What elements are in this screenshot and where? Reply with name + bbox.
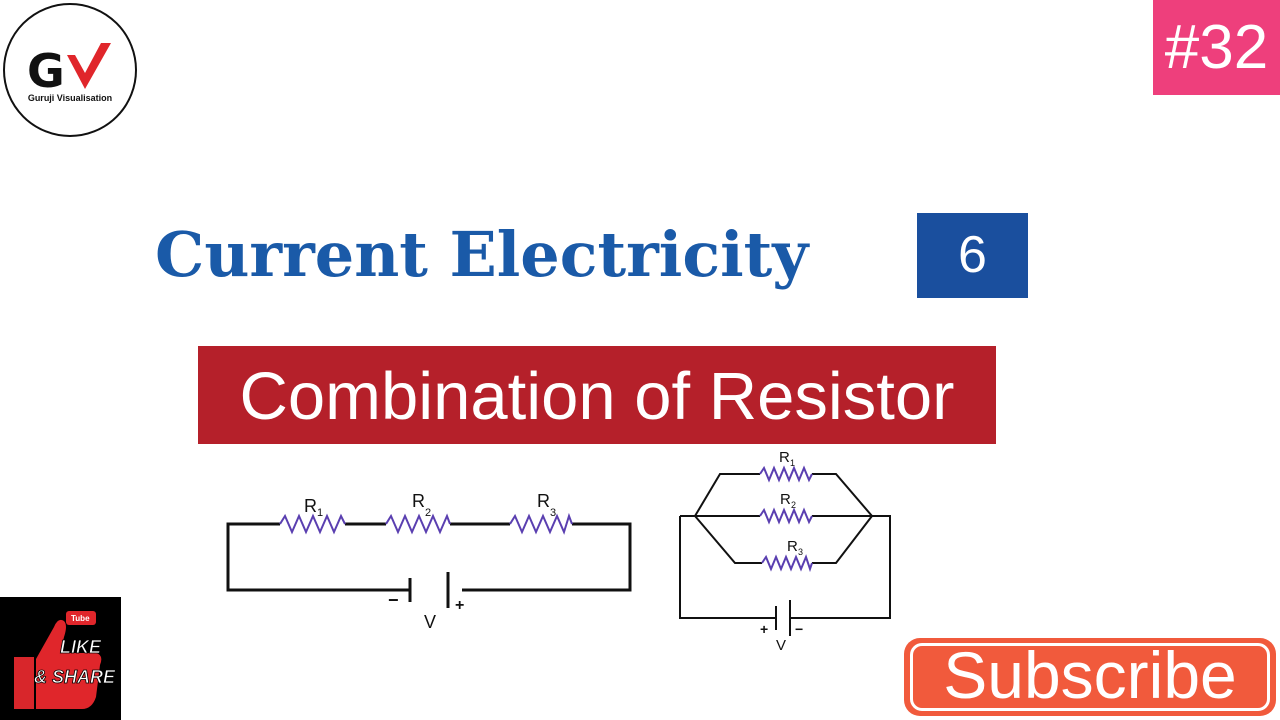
svg-text:G: G <box>27 44 65 98</box>
series-resistor-2 <box>385 513 451 535</box>
series-r2-subscript: 2 <box>425 507 431 519</box>
parallel-circuit <box>679 473 891 636</box>
parallel-battery-label: V <box>776 637 786 654</box>
part-number-badge: 6 <box>917 213 1028 298</box>
logo-caption: Guruji Visualisation <box>27 93 113 103</box>
parallel-r3-subscript: 3 <box>798 547 803 557</box>
like-share-badge[interactable]: Tube LIKE & SHARE <box>0 597 121 720</box>
series-plus-sign: + <box>455 597 464 614</box>
thumbs-up-icon: Tube LIKE & SHARE <box>14 611 116 709</box>
subscribe-frame <box>910 643 1270 711</box>
share-label: & SHARE <box>34 667 116 687</box>
page-title: Current Electricity <box>155 218 809 291</box>
gv-logo-icon: G <box>27 43 111 98</box>
parallel-resistor-3 <box>761 554 813 573</box>
parallel-r1-label: R <box>779 449 790 466</box>
like-share-tag: Tube <box>71 614 90 623</box>
series-minus-sign: − <box>388 590 399 610</box>
series-r2-label: R <box>412 491 425 511</box>
parallel-r2-label: R <box>780 491 791 508</box>
series-resistor-3 <box>509 512 573 535</box>
series-r3-label: R <box>537 491 550 511</box>
parallel-resistor-2 <box>759 507 813 525</box>
parallel-resistor-1 <box>759 465 813 483</box>
series-r1-subscript: 1 <box>317 507 323 519</box>
episode-badge: #32 <box>1153 0 1280 95</box>
series-r1-label: R <box>304 496 317 516</box>
series-resistor-1 <box>279 513 346 535</box>
parallel-r1-subscript: 1 <box>790 458 795 468</box>
like-label: LIKE <box>60 637 102 657</box>
series-battery-label: V <box>424 612 436 632</box>
subscribe-label: Subscribe <box>943 638 1237 712</box>
parallel-plus-sign: + <box>760 621 768 637</box>
parallel-r2-subscript: 2 <box>791 500 796 510</box>
parallel-r3-label: R <box>787 538 798 555</box>
channel-logo: G Guruji Visualisation <box>3 3 137 137</box>
series-circuit <box>226 522 632 608</box>
topic-banner: Combination of Resistor <box>198 346 996 444</box>
series-r3-subscript: 3 <box>550 507 556 519</box>
subscribe-button[interactable]: Subscribe <box>904 638 1276 716</box>
parallel-minus-sign: − <box>795 621 803 637</box>
